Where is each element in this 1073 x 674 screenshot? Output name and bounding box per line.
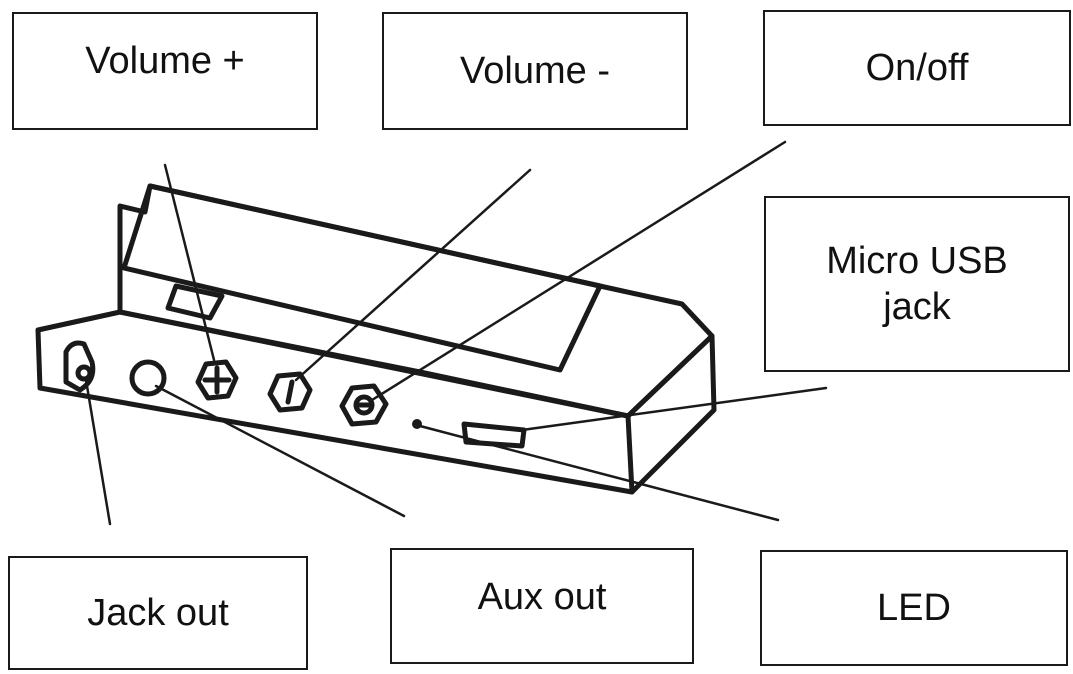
led-indicator [412,419,422,429]
label-led: LED [760,550,1068,666]
on-off-button [339,383,389,427]
leader-jack-out [84,378,112,526]
volume-plus-button [195,359,239,401]
leader-volume-plus [163,163,216,362]
leader-on-off [370,140,787,402]
label-jack-out: Jack out [8,556,308,670]
aux-out-socket [129,359,167,397]
label-on-off: On/off [763,10,1071,126]
device-front-face [35,309,635,495]
leader-aux-out [154,384,406,518]
clip-window [165,283,225,321]
label-micro-usb-jack: Micro USB jack [764,196,1070,372]
label-aux-out: Aux out [390,548,694,664]
volume-minus-button [267,371,313,413]
leader-led [418,424,780,522]
device-end-face [625,333,717,495]
label-volume-plus: Volume + [12,12,318,130]
jack-out-socket [63,340,96,393]
top-plate [121,183,603,373]
label-volume-minus: Volume - [382,12,688,130]
micro-usb-slot [461,421,527,449]
leader-volume-minus [294,168,532,382]
leader-micro-usb [520,386,828,432]
